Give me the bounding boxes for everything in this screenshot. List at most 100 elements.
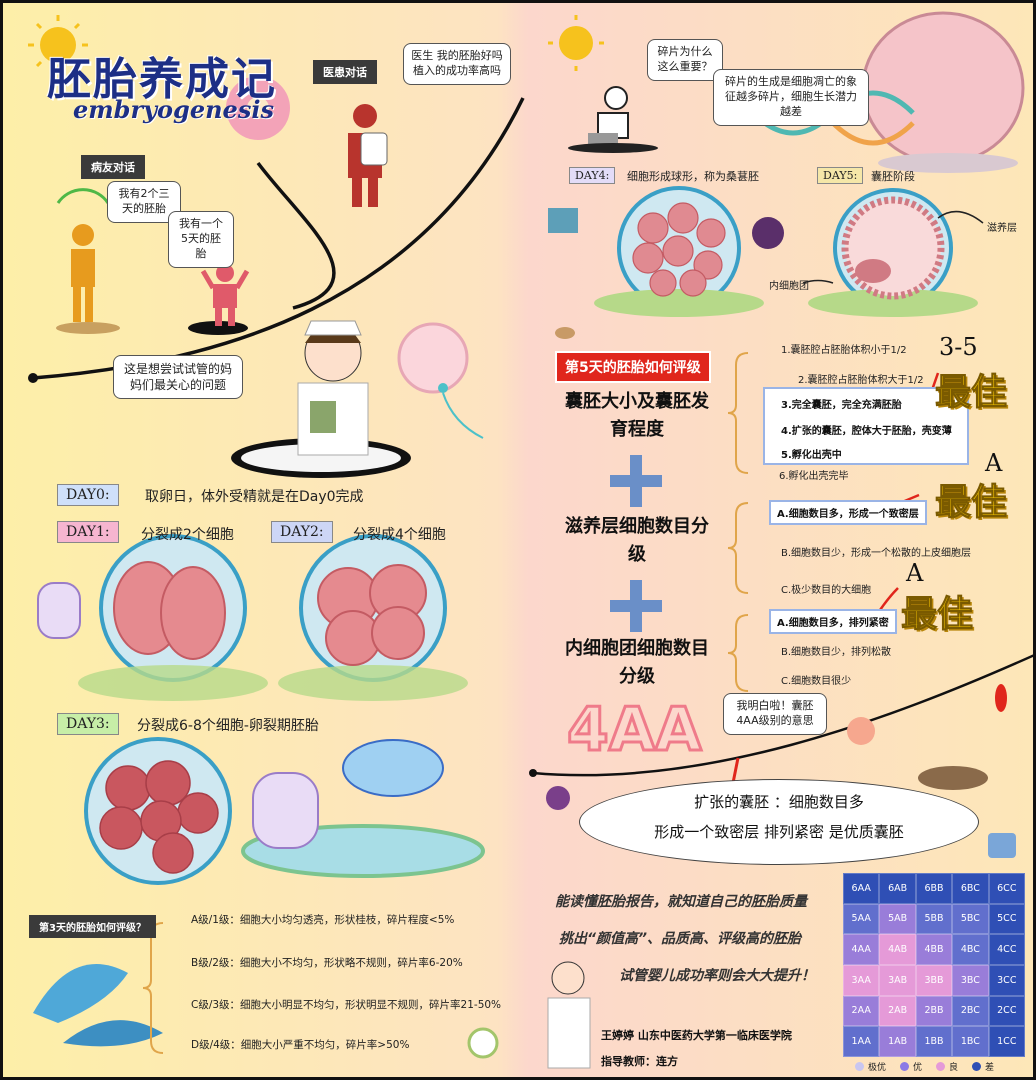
grade-d: D级/4级：细胞大小严重不均匀，碎片率>50% [191,1039,410,1051]
advisor: 指导教师：连方 [601,1055,678,1068]
doctor-dialog-tag: 医患对话 [313,60,377,84]
expansion-3: 3.完全囊胚，完全充满胚胎 [781,400,902,411]
background-curves [28,11,1033,1069]
summary-line1: 扩张的囊胚 ：细胞数目多 [694,793,864,811]
grid-cell: 6BB [915,873,953,904]
grade-b: B级/2级：细胞大小不均匀，形状略不规则，碎片率6-20% [191,957,463,969]
grid-cell: 5BC [952,903,989,935]
legend-item: 良 [936,1060,958,1073]
expansion-5: 5.孵化出壳中 [781,450,842,461]
legend-item: 优 [900,1060,922,1073]
grid-cell: 4CC [988,934,1025,965]
icm-c: C.细胞数目很少 [781,676,852,687]
grid-cell: 6CC [988,873,1025,904]
footer-line1: 能读懂胚胎报告，就知道自己的胚胎质量 [555,894,807,910]
icm-a: A.细胞数目多，排列紧密 [769,609,897,634]
day3-text: 分裂成6-8个细胞-卵裂期胚胎 [137,718,319,734]
grid-cell: 1BB [915,1026,953,1057]
grid-cell: 3BC [952,964,989,996]
grid-cell: 2BC [952,995,989,1027]
legend-item: 极优 [855,1060,886,1073]
grid-cell: 2AB [879,995,916,1027]
grid-cell: 2AA [843,995,880,1027]
icm-b: B.细胞数目少，排列松散 [781,647,892,658]
fragment-answer-bubble: 碎片的生成是细胞凋亡的象征越多碎片，细胞生长潜力越差 [713,69,869,126]
day0-label: DAY0: [57,484,119,506]
trophoblast-label: 滋养层 [987,223,1017,234]
grid-cell: 3AA [843,964,880,996]
grid-cell: 6AA [843,873,880,904]
legend-label: 极优 [868,1063,887,1073]
grid-cell: 5AA [843,903,880,935]
expansion-4: 4.扩张的囊胚，腔体大于胚胎，壳变薄 [781,426,952,437]
section-trophoblast: 滋养层细胞数目分级 [565,516,709,565]
legend-dot-icon [972,1062,982,1071]
day3-label: DAY3: [57,713,119,735]
page-title: 胚胎养成记 [47,54,277,105]
grid-cell: 6AB [879,873,916,904]
expansion-2: 2.囊胚腔占胚胎体积大于1/2 [798,375,924,386]
grid-cell: 2BB [915,995,953,1027]
grade-c: C级/3级：细胞大小明显不均匀，形状明显不规则，碎片率21-50% [191,999,502,1011]
grid-cell: 4AA [843,934,880,965]
footer-line3: 试管婴儿成功率则会大大提升！ [619,968,815,984]
legend-item: 差 [972,1060,994,1073]
patient-dialog-tag: 病友对话 [81,155,145,179]
troph-a: A.细胞数目多，形成一个致密层 [769,500,927,525]
grid-cell: 3AB [879,964,916,996]
grade-a: A级/1级：细胞大小均匀透亮，形状桂枝，碎片程度<5% [191,914,455,926]
fragment-question-bubble: 碎片为什么这么重要？ [647,39,723,81]
best-a-troph: A [985,449,1003,477]
best-range: 3-5 [939,333,978,361]
author: 王婷婷 山东中医药大学第一临床医学院 [601,1029,792,1042]
grid-cell: 5BB [915,903,953,935]
grid-cell: 5AB [879,903,916,935]
grid-cell: 3BB [915,964,953,996]
section-icm: 内细胞团细胞数目分级 [565,638,709,687]
patient2-bubble: 我有一个5天的胚胎 [168,211,234,268]
footer-line2: 挑出“颜值高”、品质高、评级高的胚胎 [559,931,802,947]
best-expansion-box: 3.完全囊胚，完全充满胚胎 4.扩张的囊胚，腔体大于胚胎，壳变薄 5.孵化出壳中 [763,387,969,465]
grid-cell: 1AB [879,1026,916,1057]
best-label-1: 最佳 [934,372,1008,414]
grid-cell: 2CC [988,995,1025,1027]
legend-dot-icon [855,1062,864,1071]
troph-b: B.细胞数目少，形成一个松散的上皮细胞层 [781,548,972,559]
section-expansion: 囊胚大小及囊胚发育程度 [565,391,709,440]
day4-text: 细胞形成球形，称为桑葚胚 [627,170,759,183]
day1-label: DAY1: [57,521,119,543]
day5-label: DAY5: [817,167,864,184]
grid-cell: 1BC [952,1026,989,1057]
inner-mass-label: 内细胞团 [769,281,809,292]
grid-cell: 3CC [988,964,1025,996]
day2-label: DAY2: [271,521,333,543]
grid-cell: 4AB [879,934,916,965]
grid-cell: 4BB [915,934,953,965]
day5-grading-tag: 第5天的胚胎如何评级 [555,351,711,383]
expansion-1: 1.囊胚腔占胚胎体积小于1/2 [781,345,907,356]
page-subtitle: embryogenesis [73,95,274,124]
expansion-6: 6.孵化出壳完毕 [779,471,849,482]
patient1-bubble: 我有2个三天的胚胎 [107,181,181,223]
understood-bubble: 我明白啦！囊胚4AA级别的意思 [723,693,827,735]
grid-cell: 1CC [988,1026,1025,1057]
legend-label: 优 [913,1063,923,1073]
grid-cell: 1AA [843,1026,880,1057]
legend-dot-icon [936,1062,946,1071]
sun-icon [28,15,88,75]
best-a-icm: A [906,559,924,587]
troph-c: C.极少数目的大细胞 [781,585,872,596]
day0-text: 取卵日，体外受精就是在Day0完成 [145,489,364,505]
day2-text: 分裂成4个细胞 [353,527,446,543]
nurse-bubble: 这是想尝试试管的妈妈们最关心的问题 [113,355,243,400]
day5-text: 囊胚阶段 [871,170,915,183]
grid-cell: 5CC [988,903,1025,935]
summary-line2: 形成一个致密层 排列紧密 是优质囊胚 [654,823,904,841]
summary-ellipse [579,779,979,865]
day4-label: DAY4: [569,167,616,184]
big-4aa-label: 4AA [566,694,704,767]
legend-label: 良 [949,1063,959,1073]
best-label-2: 最佳 [934,482,1008,524]
